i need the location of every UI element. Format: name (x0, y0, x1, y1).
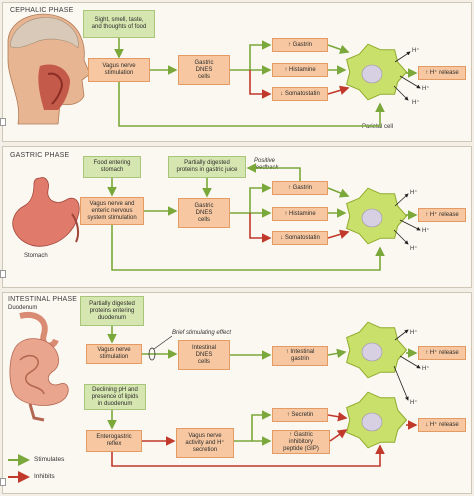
intestinal-hplus-1: H⁺ (410, 330, 418, 336)
gastric-release-box: ↑ H⁺ release (418, 208, 466, 222)
edge-marker-1 (0, 118, 6, 126)
duodenum-label: Duodenum (8, 305, 38, 311)
edge-marker-2 (0, 270, 6, 278)
intestinal-ph-box: Declining pH and presence of lipids in d… (84, 384, 146, 410)
cephalic-hplus-1: H⁺ (412, 48, 420, 54)
gastric-hplus-2: H⁺ (422, 228, 430, 234)
secretin-box: ↑ Secretin (272, 408, 328, 422)
intestinal-release-1-box: ↑ H⁺ release (418, 346, 466, 360)
gastric-histamine-box: ↑ Histamine (272, 207, 328, 221)
gastric-feedback-label: Positive feedback (254, 158, 279, 171)
gastric-stimulus-box: Food entering stomach (83, 156, 141, 178)
gastric-hplus-1: H⁺ (410, 190, 418, 196)
edge-marker-3 (0, 478, 6, 486)
cephalic-title: CEPHALIC PHASE (10, 7, 74, 14)
cephalic-somatostatin-box: ↓ Somatostatin (272, 87, 328, 101)
cephalic-dnes-box: Gastric DNES cells (178, 55, 230, 85)
cephalic-histamine-box: ↑ Histamine (272, 63, 328, 77)
gastric-somatostatin-box: ↓ Somatostatin (272, 231, 328, 245)
cephalic-parietal-label: Parietal cell (362, 124, 394, 130)
cephalic-hplus-3: H⁺ (412, 100, 420, 106)
gastric-hplus-3: H⁺ (410, 246, 418, 252)
intestinal-panel (2, 292, 472, 494)
gastric-proteins-box: Partially digested proteins in gastric j… (168, 156, 246, 178)
intestinal-title: INTESTINAL PHASE (8, 296, 78, 303)
gastric-title: GASTRIC PHASE (10, 152, 70, 159)
intestinal-dnes-box: Intestinal DNES cells (178, 340, 230, 370)
gastric-vagus-box: Vagus nerve and enteric nervous system s… (80, 197, 144, 225)
intestinal-vagus2-box: Vagus nerve activity and H⁺ secretion (176, 428, 234, 458)
stomach-label: Stomach (24, 253, 48, 259)
legend-stimulates: Stimulates (34, 456, 65, 463)
cephalic-gastrin-box: ↑ Gastrin (272, 38, 328, 52)
legend-inhibits: Inhibits (34, 473, 55, 480)
gastric-dnes-box: Gastric DNES cells (178, 198, 230, 228)
enterogastric-box: Enterogastric reflex (86, 430, 142, 452)
intestinal-hplus-3: H⁺ (410, 400, 418, 406)
gip-box: ↑ Gastric inhibitory peptide (GIP) (272, 430, 330, 454)
gastric-gastrin-box: ↑ Gastrin (272, 181, 328, 195)
intestinal-release-2-box: ↓ H⁺ release (418, 418, 466, 432)
intestinal-proteins-box: Partially digested proteins entering duo… (80, 296, 144, 326)
intestinal-hplus-2: H⁺ (422, 366, 430, 372)
cephalic-panel (2, 2, 472, 142)
intestinal-vagus-box: Vagus nerve stimulation (86, 344, 142, 364)
brief-effect-label: Brief stimulating effect (172, 330, 232, 336)
cephalic-hplus-2: H⁺ (422, 86, 430, 92)
cephalic-release-box: ↑ H⁺ release (418, 66, 466, 80)
cephalic-vagus-box: Vagus nerve stimulation (88, 58, 150, 82)
intestinal-gastrin-box: ↑ Intestinal gastrin (272, 346, 328, 366)
cephalic-stimulus-box: Sight, smell, taste, and thoughts of foo… (83, 10, 155, 38)
